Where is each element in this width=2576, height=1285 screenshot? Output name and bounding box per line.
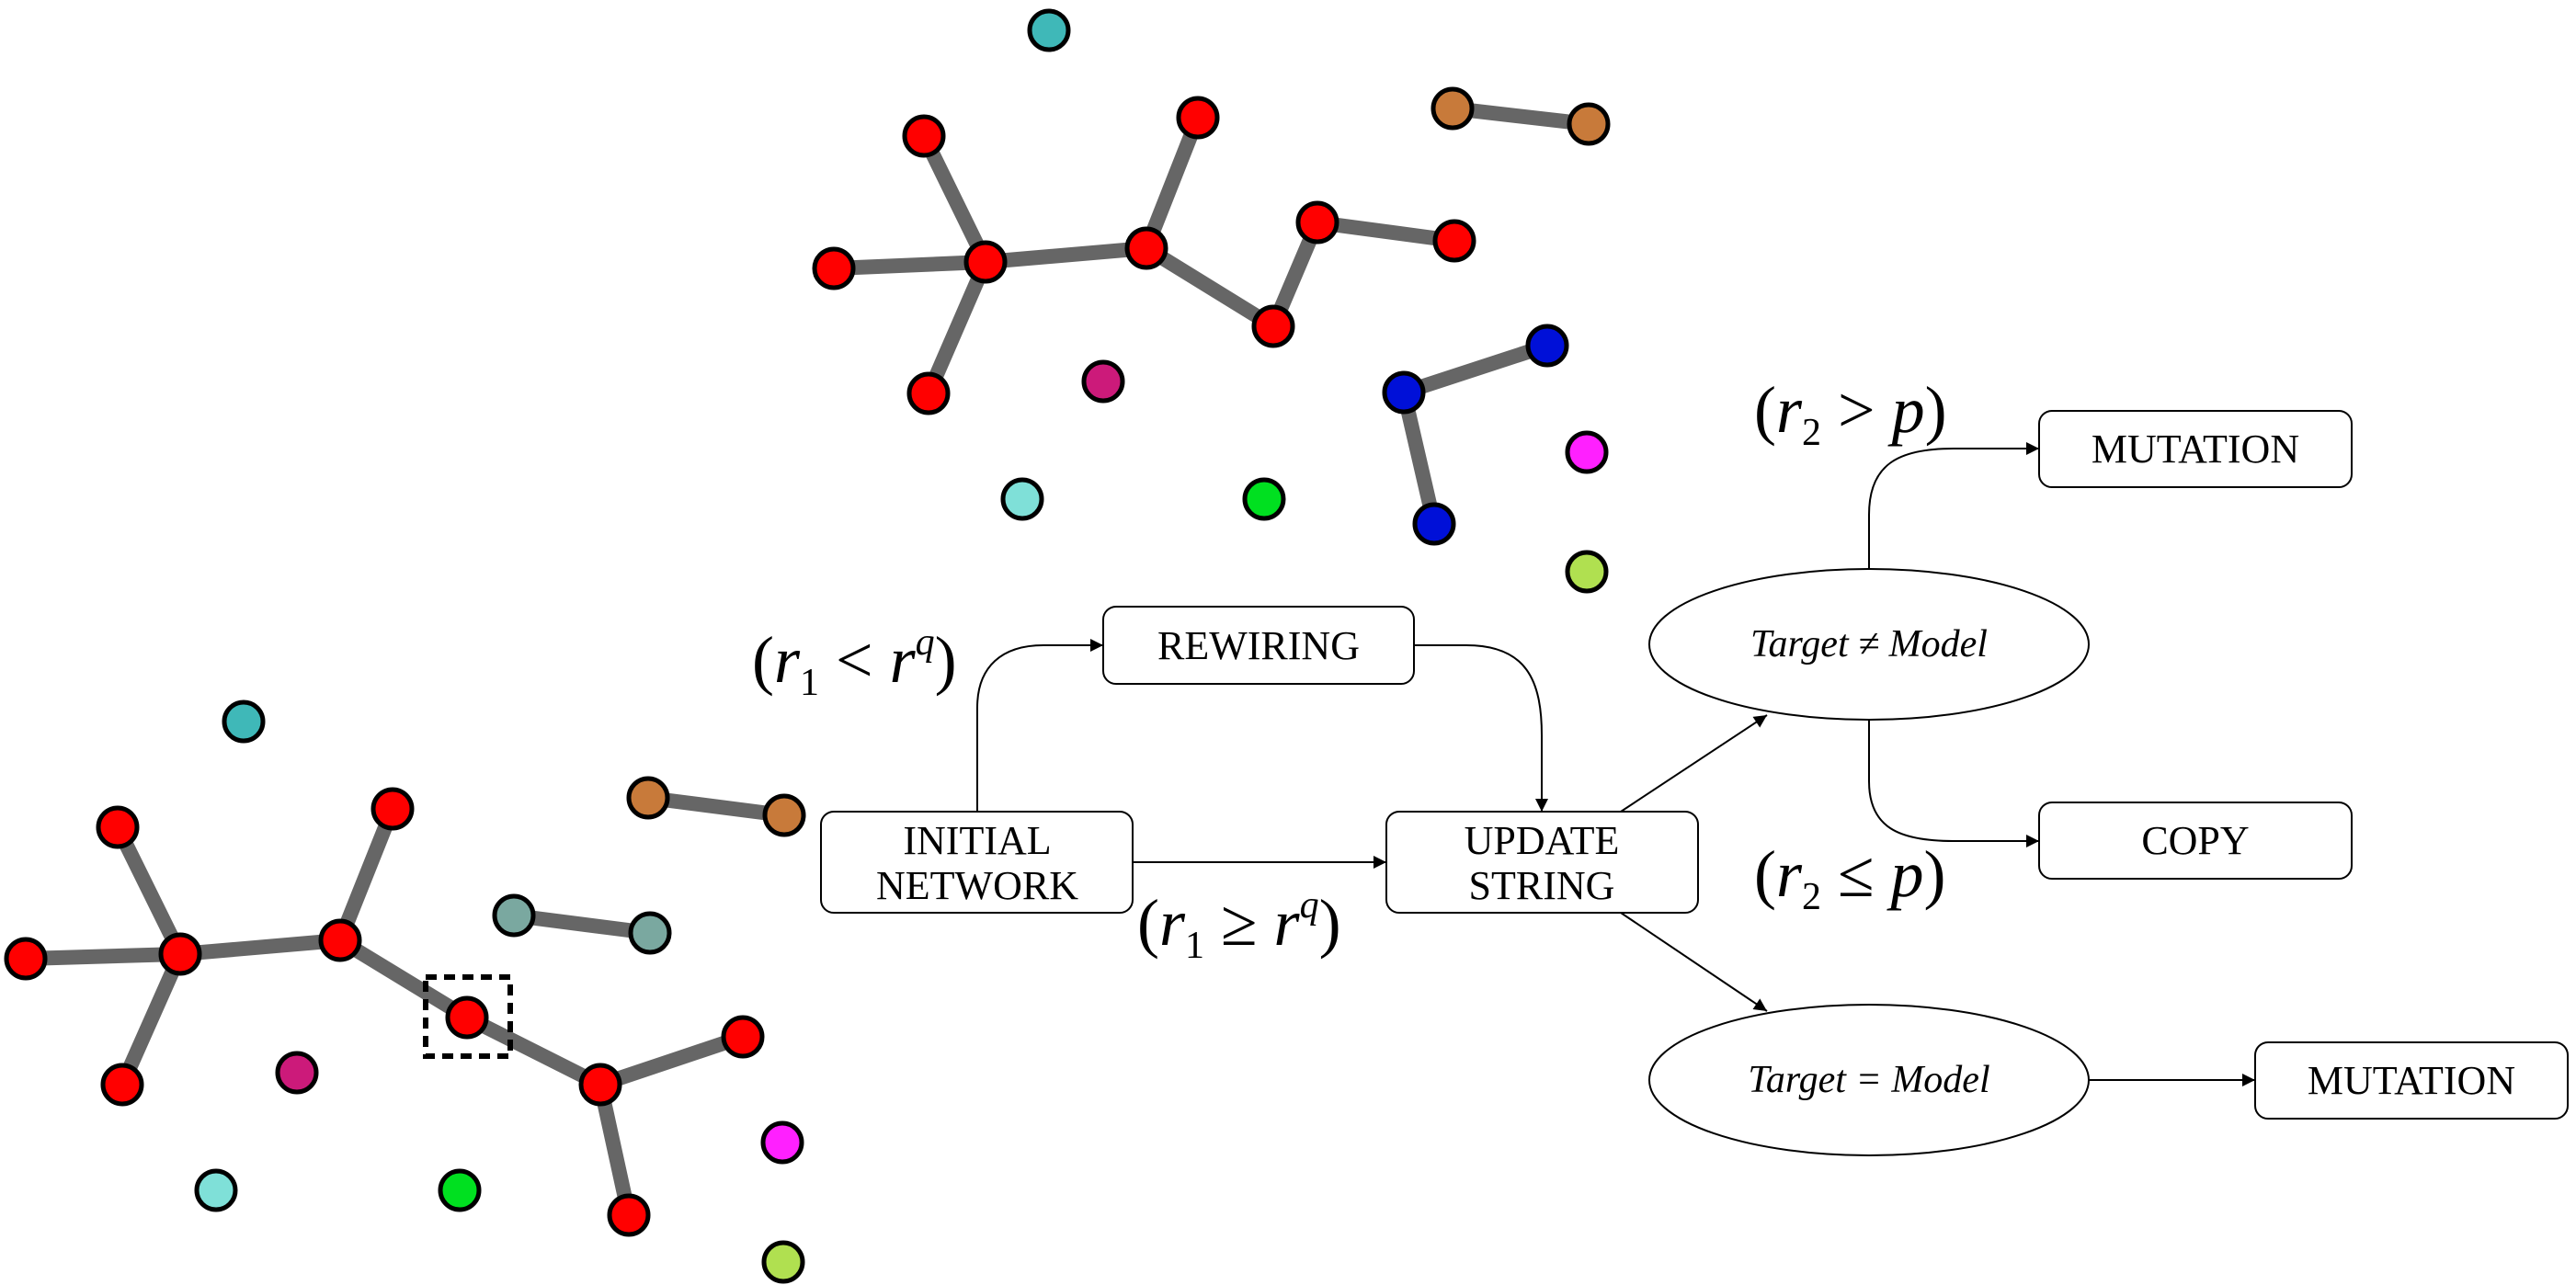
network-node: [438, 1168, 482, 1212]
network-node: [1000, 477, 1044, 521]
arrow-target-neq-to-mutation: [1868, 442, 2039, 570]
network-node: [318, 918, 362, 962]
network-edge: [333, 802, 400, 948]
network-node: [158, 932, 202, 976]
network-node: [760, 1120, 804, 1165]
network-node: [1412, 502, 1456, 546]
network-edge: [115, 947, 188, 1092]
network-node: [275, 1051, 319, 1095]
network-edge: [978, 241, 1154, 269]
network-node: [906, 371, 951, 415]
network-node: [1176, 96, 1220, 140]
network-node: [1251, 304, 1295, 348]
network-node: [902, 114, 946, 158]
condition-r2-leq-p: (r2 ≤ p): [1754, 837, 1946, 918]
network-node: [578, 1063, 622, 1107]
arrow-target-neq-to-copy: [1868, 720, 2039, 847]
network-edge: [593, 1077, 636, 1222]
target-neq-model-label: Target ≠ Model: [1750, 623, 1988, 665]
network-edge: [826, 255, 993, 276]
network-node: [1124, 226, 1168, 270]
network-node: [445, 995, 489, 1040]
network-edge: [1396, 385, 1442, 531]
copy-box: COPY: [2038, 802, 2353, 880]
dashed-selection-square-icon: [423, 974, 513, 1059]
update-string-label-line1: UPDATE: [1465, 818, 1620, 863]
network-node: [1382, 370, 1426, 415]
network-node: [1081, 359, 1125, 404]
network-edge: [1310, 215, 1462, 248]
network-edge: [460, 1010, 608, 1092]
network-edge: [1139, 110, 1205, 256]
network-node: [1295, 200, 1339, 244]
network-edge: [110, 820, 188, 961]
condition-r1-geq-rq: (r1 ≥ rq): [1137, 884, 1341, 967]
initial-network-label-line1: INITIAL: [903, 818, 1051, 863]
network-edge: [507, 908, 657, 940]
condition-r1-less-rq: (r1 < rq): [752, 621, 957, 704]
network-node: [761, 1240, 805, 1284]
network-node: [96, 805, 140, 849]
mutation-bottom-box: MUTATION: [2254, 1041, 2569, 1120]
mutation-bottom-label: MUTATION: [2308, 1058, 2515, 1103]
network-node: [4, 937, 48, 981]
network-edge: [1139, 241, 1281, 334]
network-node: [1525, 324, 1569, 368]
network-edge: [333, 933, 474, 1025]
update-string-box: UPDATE STRING: [1385, 811, 1699, 914]
bottom-network: [4, 699, 806, 1284]
network-node: [1565, 550, 1609, 594]
network-node: [1432, 219, 1476, 263]
network-edge: [173, 933, 348, 961]
network-node: [607, 1193, 651, 1237]
arrow-update-to-target-eq: [1620, 912, 1768, 1012]
network-node: [628, 911, 672, 955]
network-node: [762, 793, 806, 837]
network-edge: [1445, 101, 1596, 131]
network-node: [721, 1015, 765, 1059]
network-node: [1242, 477, 1286, 521]
network-edge: [917, 129, 993, 269]
copy-label: COPY: [2141, 818, 2249, 863]
network-edge: [641, 790, 792, 823]
arrow-initial-to-rewiring: [976, 639, 1103, 812]
network-node: [812, 246, 856, 290]
target-eq-model-label: Target = Model: [1748, 1059, 1989, 1101]
top-network: [812, 8, 1611, 594]
target-eq-model-ellipse: Target = Model: [1648, 1004, 2090, 1156]
network-node: [194, 1168, 238, 1212]
rewiring-box: REWIRING: [1102, 606, 1415, 685]
mutation-top-label: MUTATION: [2092, 426, 2299, 472]
arrow-rewiring-to-update: [1414, 644, 1548, 812]
rewiring-label: REWIRING: [1157, 623, 1360, 668]
network-node: [222, 699, 266, 744]
network-node: [963, 240, 1008, 284]
network-node: [1430, 86, 1475, 131]
initial-network-box: INITIAL NETWORK: [820, 811, 1134, 914]
network-node: [1567, 102, 1611, 146]
network-node: [370, 787, 415, 831]
network-node: [626, 776, 670, 820]
network-edge: [593, 1029, 750, 1092]
flow-arrows: [976, 442, 2255, 1086]
network-edge: [1396, 338, 1555, 400]
network-node: [1565, 430, 1609, 474]
network-edge: [921, 255, 993, 401]
network-edge: [18, 947, 188, 966]
arrow-update-to-target-neq: [1620, 714, 1768, 813]
initial-network-label-line2: NETWORK: [876, 863, 1078, 908]
network-node: [492, 893, 536, 938]
condition-r2-greater-p: (r2 > p): [1754, 373, 1947, 454]
target-neq-model-ellipse: Target ≠ Model: [1648, 568, 2090, 721]
mutation-top-box: MUTATION: [2038, 410, 2353, 488]
network-node: [1027, 8, 1071, 52]
network-node: [100, 1063, 144, 1107]
update-string-label-line2: STRING: [1469, 863, 1615, 908]
